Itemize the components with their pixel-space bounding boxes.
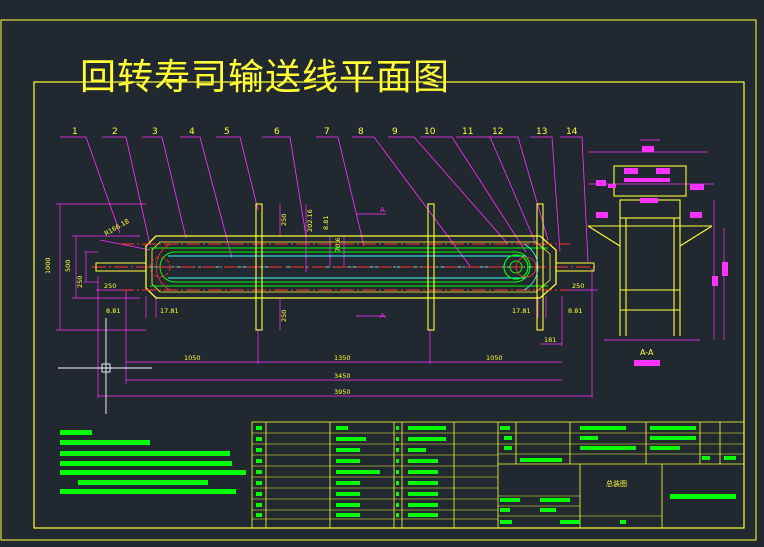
dim-total-inner: 3450 [334,372,351,380]
title-block: 总装图 [251,421,745,529]
dim-gap-left-a: 8.81 [106,307,120,315]
conveyor-inner-body [151,241,551,293]
dim-gap-left-b: 17.81 [160,307,179,315]
dim-leg-offset-top: 250 [280,214,288,226]
section-view-label: A-A [640,348,654,357]
dim-total-outer: 3950 [334,388,351,396]
conveyor-plan-view: A A [44,203,598,398]
balloon-13: 13 [536,127,547,137]
balloon-leaders [60,136,589,267]
balloon-9: 9 [392,127,398,137]
dim-span-2: 1350 [334,354,351,362]
balloon-3: 3 [152,127,158,137]
balloon-5: 5 [224,127,230,137]
idler-pulley-icon [149,256,171,278]
dim-small-b: 70.6 [334,238,342,252]
dim-small-a: 8.81 [322,216,330,230]
dim-end-radius: R166.18 [103,217,131,238]
balloon-8: 8 [358,127,364,137]
section-mark-top: A [380,206,385,214]
dim-mid: 202.16 [306,209,314,232]
dim-gap-right-a: 17.81 [512,307,531,315]
drawing-title: 回转寿司输送线平面图 [80,57,451,98]
dim-leg-offset-bottom: 250 [280,310,288,322]
dim-inner-height: 500 [64,260,72,272]
right-end-shaft [555,262,595,272]
dim-stub-left: 250 [104,282,116,290]
dim-gap-right-b: 8.81 [568,307,582,315]
technical-notes [60,430,246,494]
balloon-1: 1 [72,127,78,137]
dim-stub-right: 250 [572,282,584,290]
drive-pulley-icon [503,254,529,280]
section-view-a-a: A-A [587,139,728,366]
left-end-shaft [95,262,147,272]
balloon-11: 11 [462,127,473,137]
conveyor-outer-body [145,235,557,299]
dim-span-3: 1050 [486,354,503,362]
balloon-14: 14 [566,127,578,137]
balloon-6: 6 [274,127,280,137]
balloon-12: 12 [492,127,503,137]
balloon-7: 7 [324,127,330,137]
leg-supports [255,203,544,331]
dim-span-1: 1050 [184,354,201,362]
crosshair-cursor-icon [58,318,152,414]
balloon-10: 10 [424,127,436,137]
section-mark-bottom: A [380,312,385,320]
outer-border [0,19,757,541]
dim-end-height: 250 [76,276,84,288]
balloon-labels: 1 2 3 4 5 6 7 8 9 10 11 12 13 14 [72,127,578,137]
dim-overall-height: 1000 [44,257,52,274]
balloon-2: 2 [112,127,118,137]
dim-right-small: 181 [544,336,556,344]
title-block-drawing-name: 总装图 [606,479,627,488]
balloon-4: 4 [189,127,195,137]
